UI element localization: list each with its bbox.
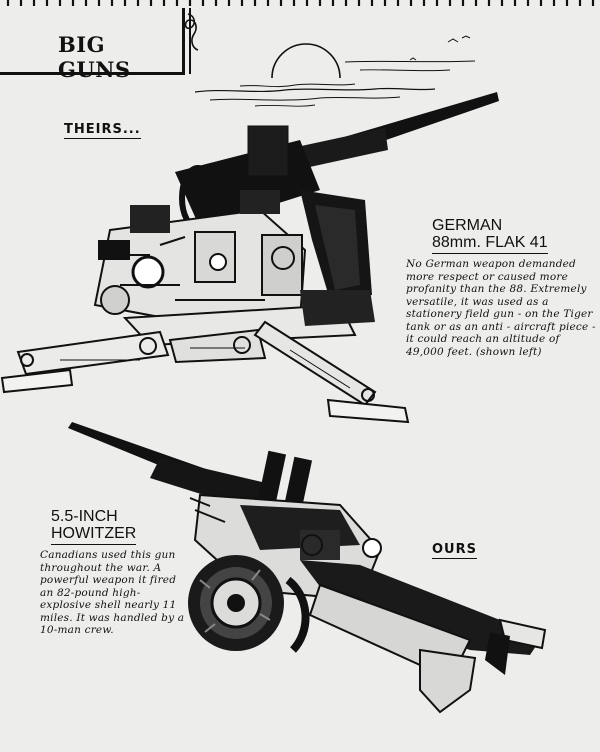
german-gun-caption: No German weapon demanded more respect o… — [406, 258, 596, 358]
howitzer-heading: 5.5-INCH HOWITZER — [51, 508, 137, 545]
ours-label: OURS — [432, 542, 477, 559]
german-heading-line1: GERMAN — [432, 217, 503, 234]
howitzer-heading-line1: 5.5-INCH — [51, 508, 118, 525]
howitzer-heading-line2: HOWITZER — [51, 525, 137, 542]
howitzer-gun-illustration — [68, 422, 547, 714]
flourish-icon — [184, 13, 199, 51]
spiral-binding-icon — [6, 0, 595, 6]
theirs-label: THEIRS... — [64, 122, 141, 139]
page-title: BIG GUNS — [58, 32, 131, 82]
title-box: BIG GUNS — [0, 8, 191, 82]
german-heading-line2: 88mm. FLAK 41 — [432, 234, 548, 251]
german-gun-heading: GERMAN 88mm. FLAK 41 — [432, 217, 548, 254]
flak-88-gun-illustration — [0, 92, 499, 424]
howitzer-caption: Canadians used this gun throughout the w… — [40, 549, 185, 636]
setting-sun-icon — [194, 35, 476, 107]
